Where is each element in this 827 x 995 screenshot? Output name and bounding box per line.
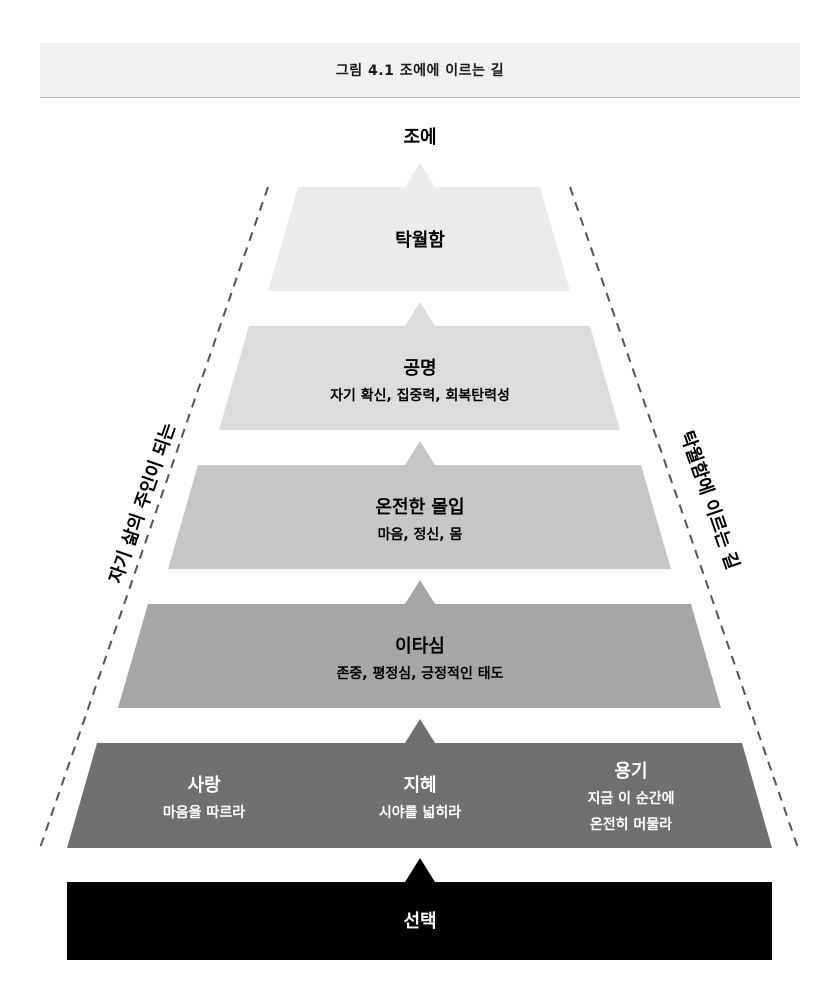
virtue-courage-title: 용기: [614, 761, 647, 782]
left-dashed-guide: [39, 186, 269, 849]
virtue-courage-line-2: 온전히 머물라: [590, 816, 672, 833]
virtue-wisdom-line: 시야를 넓히라: [379, 804, 461, 821]
tier-excellence-shape: [268, 163, 570, 291]
tier-immersion-title: 온전한 몰입: [375, 496, 464, 518]
figure-caption: 그림 4.1 조에에 이르는 길: [40, 43, 800, 98]
tier-immersion-subtitle: 마음, 정신, 몸: [378, 526, 463, 543]
foundation-choice-shape: [67, 858, 772, 960]
tier-excellence-title: 탁월함: [395, 229, 445, 251]
virtue-wisdom-title: 지혜: [403, 775, 436, 796]
tier-altruism-shape: [118, 580, 721, 708]
right-dashed-guide: [569, 186, 799, 849]
tier-resonance-shape: [219, 302, 620, 430]
tier-resonance-subtitle: 자기 확신, 집중력, 회복탄력성: [330, 387, 510, 404]
top-label-zoe: 조에: [403, 127, 436, 148]
tier-altruism-title: 이타심: [395, 636, 445, 657]
tier-virtues-shape: [67, 719, 772, 848]
virtue-courage-line-1: 지금 이 순간에: [587, 790, 674, 807]
right-side-label: 탁월함에 이르는 길: [676, 428, 744, 572]
tier-altruism-subtitle: 존중, 평정심, 긍정적인 태도: [337, 665, 504, 682]
virtue-love-line: 마음을 따르라: [163, 805, 245, 821]
foundation-choice-label: 선택: [403, 911, 436, 932]
tier-resonance-title: 공명: [403, 358, 436, 379]
left-side-label: 자기 삶의 주인이 되는: [106, 420, 181, 586]
virtue-love-title: 사랑: [187, 775, 221, 796]
tier-immersion-shape: [168, 441, 671, 569]
